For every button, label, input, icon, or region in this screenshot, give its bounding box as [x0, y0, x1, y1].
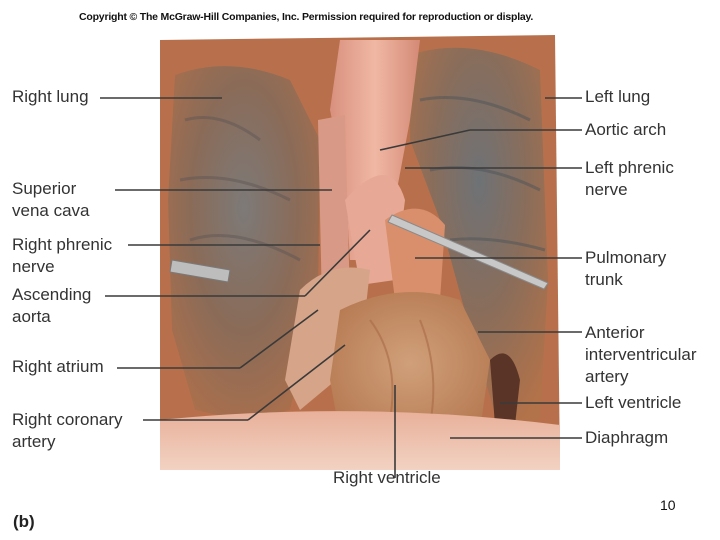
label-ascending-aorta-line2: aorta — [12, 307, 51, 326]
clamp-instrument — [169, 259, 231, 283]
label-left-ventricle: Left ventricle — [585, 393, 682, 412]
label-superior-vena-cava-line2: vena cava — [12, 201, 90, 220]
left-ventricle-shape — [490, 353, 520, 425]
right-lung-shape — [168, 66, 320, 420]
diaphragm-shape — [160, 411, 560, 470]
label-superior-vena-cava-line1: Superior — [12, 179, 77, 198]
label-right-lung: Right lung — [12, 87, 89, 106]
label-pulmonary-trunk-line1: Pulmonary — [585, 248, 667, 267]
label-left-phrenic-nerve-line2: nerve — [585, 180, 628, 199]
label-anterior-interventricular-artery-line1: Anterior — [585, 323, 645, 342]
label-right-coronary-artery-line1: Right coronary — [12, 410, 123, 429]
label-right-coronary-artery-line2: artery — [12, 432, 56, 451]
probe-instrument — [387, 214, 549, 290]
label-anterior-interventricular-artery-line2: interventricular — [585, 345, 697, 364]
label-right-atrium: Right atrium — [12, 357, 104, 376]
leader-lines — [100, 97, 582, 478]
label-right-ventricle: Right ventricle — [333, 468, 441, 487]
copyright-notice: Copyright © The McGraw-Hill Companies, I… — [79, 11, 534, 23]
label-aortic-arch: Aortic arch — [585, 120, 667, 139]
label-ascending-aorta-line1: Ascending — [12, 285, 92, 304]
label-right-phrenic-nerve-line2: nerve — [12, 257, 55, 276]
right-ventricle-shape — [330, 292, 490, 435]
slide-number: 10 — [660, 497, 676, 513]
panel-label: (b) — [13, 512, 35, 531]
label-right-phrenic-nerve-line1: Right phrenic — [12, 235, 113, 254]
label-anterior-interventricular-artery-line3: artery — [585, 367, 629, 386]
label-left-phrenic-nerve-line1: Left phrenic — [585, 158, 674, 177]
label-diaphragm: Diaphragm — [585, 428, 669, 447]
label-left-lung: Left lung — [585, 87, 651, 106]
label-pulmonary-trunk-line2: trunk — [585, 270, 623, 289]
